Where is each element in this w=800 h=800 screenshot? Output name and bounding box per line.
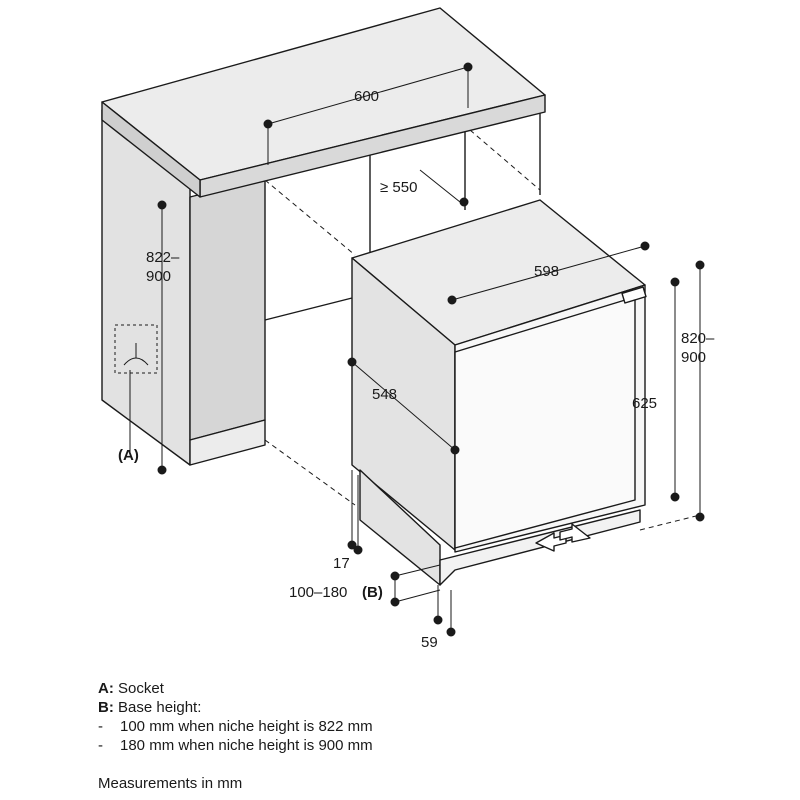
appliance-height-label: 820– bbox=[681, 330, 715, 347]
base-marker: (B) bbox=[362, 584, 383, 601]
appliance-door bbox=[454, 296, 636, 549]
niche-depth-label: ≥ 550 bbox=[380, 179, 417, 196]
legend-item: -100 mm when niche height is 822 mm bbox=[98, 717, 373, 736]
niche-height-label: 822– bbox=[146, 249, 180, 266]
legend-a-text: Socket bbox=[118, 680, 164, 697]
niche-height-label-2: 900 bbox=[146, 268, 171, 285]
socket-marker: (A) bbox=[118, 447, 139, 464]
worktop-side bbox=[101, 101, 201, 198]
legend-a: A: Socket bbox=[98, 679, 373, 698]
legend-b-text: Base height: bbox=[118, 699, 202, 716]
appliance-width-label: 598 bbox=[534, 263, 559, 280]
measurement-note: Measurements in mm bbox=[98, 775, 243, 792]
legend-a-key: A: bbox=[98, 680, 114, 697]
cabinet-plinth bbox=[189, 419, 266, 466]
niche-back-wall bbox=[264, 105, 541, 321]
door-height-label: 625 bbox=[632, 395, 657, 412]
legend-item: -180 mm when niche height is 900 mm bbox=[98, 736, 373, 755]
worktop-width-label: 600 bbox=[354, 88, 379, 105]
appliance-depth-label: 548 bbox=[372, 386, 397, 403]
bullet: - bbox=[98, 718, 103, 735]
appliance-height-label-2: 900 bbox=[681, 349, 706, 366]
legend-item-text: 180 mm when niche height is 900 mm bbox=[120, 737, 373, 754]
bullet: - bbox=[98, 737, 103, 754]
niche-outline bbox=[264, 129, 701, 531]
cabinet-panel-front-edge bbox=[189, 177, 266, 441]
base-height-label: 100–180 bbox=[289, 584, 347, 601]
dimension-lines bbox=[157, 62, 705, 637]
legend-b-key: B: bbox=[98, 699, 114, 716]
side-offset-label: 17 bbox=[333, 555, 350, 572]
legend-b: B: Base height: bbox=[98, 698, 373, 717]
legend: A: Socket B: Base height: -100 mm when n… bbox=[98, 679, 373, 793]
legend-item-text: 100 mm when niche height is 822 mm bbox=[120, 718, 373, 735]
door-handle bbox=[621, 286, 647, 304]
socket-icon bbox=[114, 324, 158, 452]
plinth-offset-label: 59 bbox=[421, 634, 438, 651]
ventilation-arrow-out-icon bbox=[559, 523, 591, 543]
